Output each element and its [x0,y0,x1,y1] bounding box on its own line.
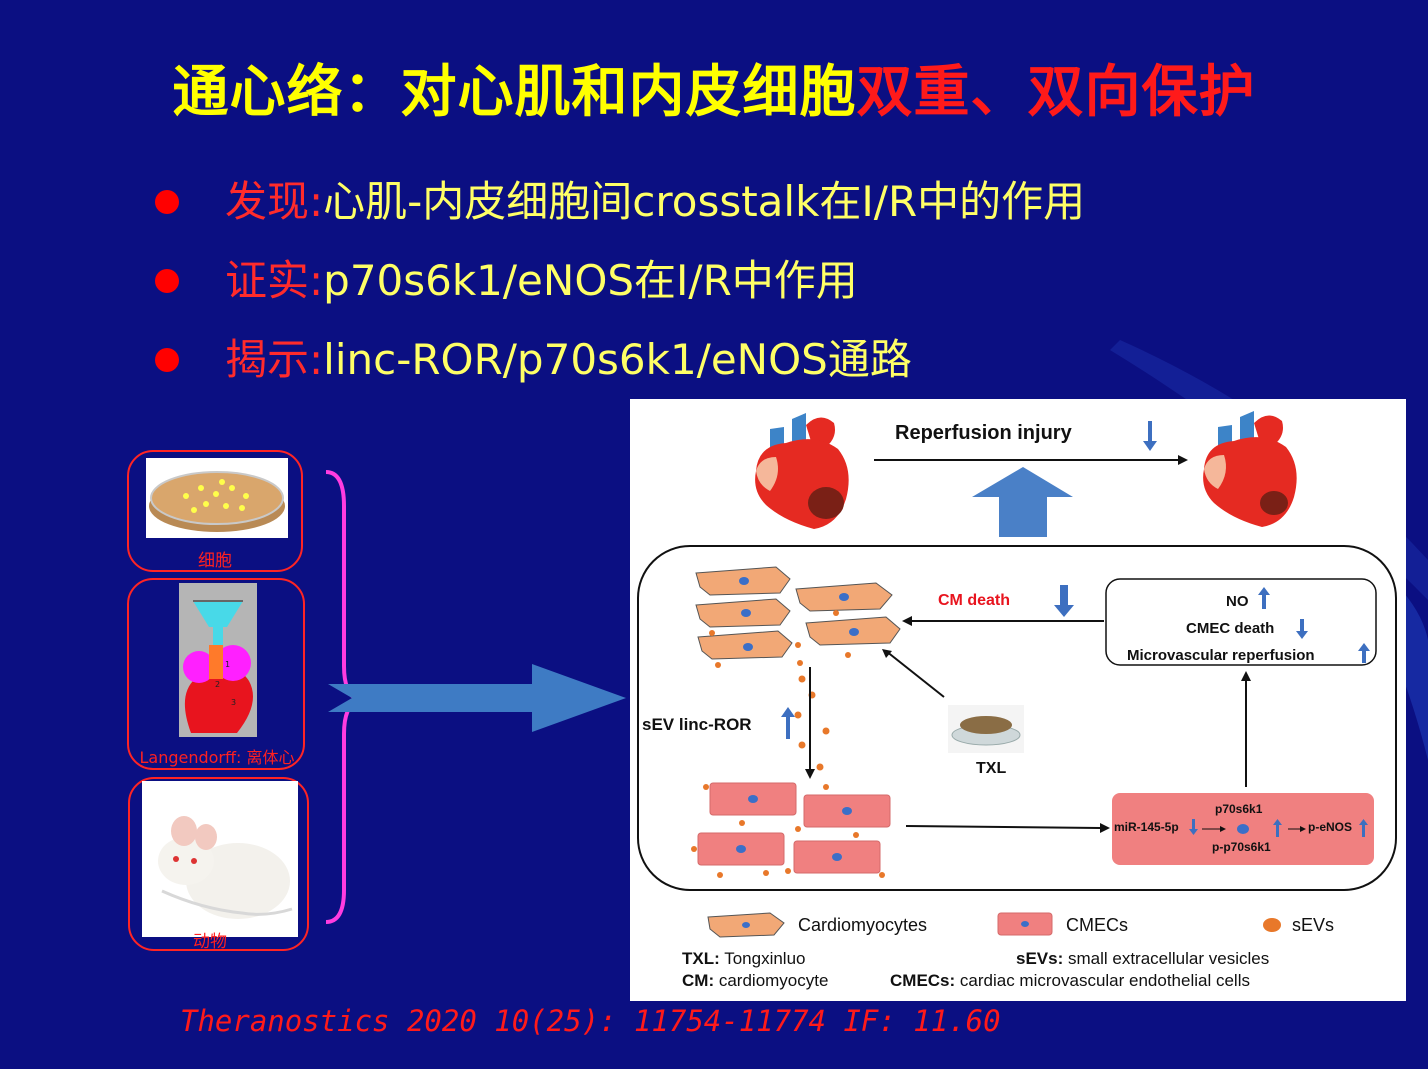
model-box-cell: 细胞 [127,450,303,572]
cmec-death-label: CMEC death [1186,620,1274,637]
bullet-label: 证实: [225,256,324,305]
cm-death-label: CM death [938,592,1010,609]
txl-powder-icon [948,705,1024,753]
bullet-item: 揭示:linc-ROR/p70s6k1/eNOS通路 [155,328,1085,407]
sev-label: sEV linc-ROR [642,715,752,734]
slide-title: 通心络：对心肌和内皮细胞双重、双向保护 [0,58,1428,128]
mechanism-figure: Reperfusion injury sEV linc-RO [630,399,1406,1001]
reperfusion-label: Reperfusion injury [895,422,1073,444]
down-arrow-icon [1189,819,1198,835]
cardiomyocyte-cluster [695,566,901,668]
model-label: 细胞 [198,551,232,571]
pathway-nucleus [1237,824,1249,834]
abbreviations: TXL: Tongxinluo sEVs: small extracellula… [682,949,1269,990]
legend-cmecs: CMECs [1066,915,1128,935]
abbr-key: TXL: [682,949,720,968]
up-arrow-icon [1358,643,1370,663]
peNOS-label: p-eNOS [1308,820,1352,834]
langendorff-mark: 3 [231,698,236,707]
model-box-langendorff: 1 2 3 Langendorff: 离体心 [127,578,305,770]
abbr-key: CM: [682,971,714,990]
bullet-list: 发现:心肌-内皮细胞间crosstalk在I/R中的作用 证实:p70s6k1/… [155,170,1085,407]
pp70-label: p-p70s6k1 [1212,840,1271,854]
abbr-key: CMECs: [890,971,955,990]
title-part-2: 双重、双向保护 [856,60,1256,125]
svg-text:TXL: Tongxinluo: TXL: Tongxinluo [682,949,805,968]
micro-label: Microvascular reperfusion [1127,647,1315,664]
p70-label: p70s6k1 [1215,802,1263,816]
bullet-text: p70s6k1/eNOS在I/R中作用 [323,256,858,305]
bullet-item: 证实:p70s6k1/eNOS在I/R中作用 [155,249,1085,328]
svg-text:CM: cardiomyocyte: CM: cardiomyocyte [682,971,828,990]
bullet-text: linc-ROR/p70s6k1/eNOS通路 [323,335,912,384]
abbr-value: cardiomyocyte [719,971,829,990]
legend-cardiomyocytes: Cardiomyocytes [798,915,927,935]
svg-text:sEVs: small extracellular vesi: sEVs: small extracellular vesicles [1016,949,1269,968]
bullet-item: 发现:心肌-内皮细胞间crosstalk在I/R中的作用 [155,170,1085,249]
down-arrow-icon [1054,585,1074,617]
down-arrow-icon [1296,619,1308,639]
outcome-box [1105,578,1377,666]
down-arrow-icon [1143,421,1157,451]
langendorff-mark: 2 [215,680,220,689]
legend-sevs: sEVs [1292,915,1334,935]
cmec-signal-arrow [905,825,1101,829]
up-arrow-icon [1273,819,1282,837]
up-arrow-icon [1359,819,1368,837]
abbr-value: cardiac microvascular endothelial cells [960,971,1250,990]
abbr-key: sEVs: [1016,949,1063,968]
heart-icon [755,413,849,529]
bullet-text: 心肌-内皮细胞间crosstalk在I/R中的作用 [323,177,1086,226]
bullet-dot-icon [155,348,179,372]
langendorff-mark: 1 [225,660,230,669]
mechanism-frame [637,545,1397,891]
bullet-dot-icon [155,190,179,214]
petri-dish-icon [146,458,288,538]
abbr-value: Tongxinluo [724,949,805,968]
heart-icon [1203,411,1297,527]
no-label: NO [1226,593,1249,610]
abbr-value: small extracellular vesicles [1068,949,1269,968]
title-part-1: 通心络：对心肌和内皮细胞 [172,60,857,125]
up-arrow-icon [781,707,795,739]
txl-arrow [885,650,945,698]
txl-label: TXL [976,760,1006,777]
model-label: 动物 [193,932,227,952]
bullet-dot-icon [155,269,179,293]
model-box-animal: 动物 [128,777,309,952]
up-arrow-icon [972,467,1073,537]
rat-icon [142,781,298,937]
mir-label: miR-145-5p [1114,820,1179,834]
legend: Cardiomyocytes CMECs sEVs [707,912,1334,938]
citation: Theranostics 2020 10(25): 11754-11774 IF… [180,1004,1001,1038]
model-label: Langendorff: 离体心 [139,748,295,767]
svg-text:CMECs: cardiac microvascular e: CMECs: cardiac microvascular endothelial… [890,971,1250,990]
mechanism-diagram: Reperfusion injury sEV linc-RO [637,411,1397,990]
cmec-cluster [691,782,891,878]
big-arrow [328,664,626,732]
up-arrow-icon [1258,587,1270,609]
isolated-heart-icon: 1 2 3 [179,583,257,737]
bullet-label: 揭示: [225,335,324,384]
bullet-label: 发现: [225,177,324,226]
